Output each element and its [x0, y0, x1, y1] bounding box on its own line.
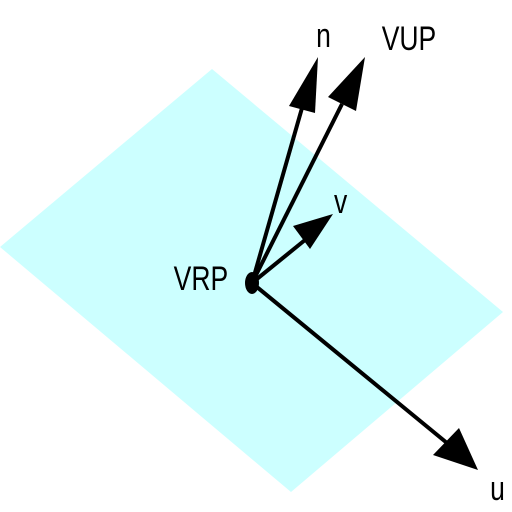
v-axis-line [250, 238, 307, 285]
n-label: n [316, 17, 331, 55]
v-axis-arrowhead [293, 214, 333, 249]
u-axis-line [250, 281, 449, 445]
u-label: u [490, 470, 505, 508]
v-label: v [334, 183, 348, 221]
u-axis-arrowhead [433, 428, 478, 470]
vup-vector-arrowhead [328, 57, 365, 111]
n-axis-line [250, 107, 304, 284]
vup-vector-line [250, 103, 344, 284]
n-axis-arrowhead [289, 57, 318, 113]
vrp-label: VRP [174, 260, 229, 298]
vup-label: VUP [382, 20, 437, 58]
vrp-point [245, 272, 259, 294]
